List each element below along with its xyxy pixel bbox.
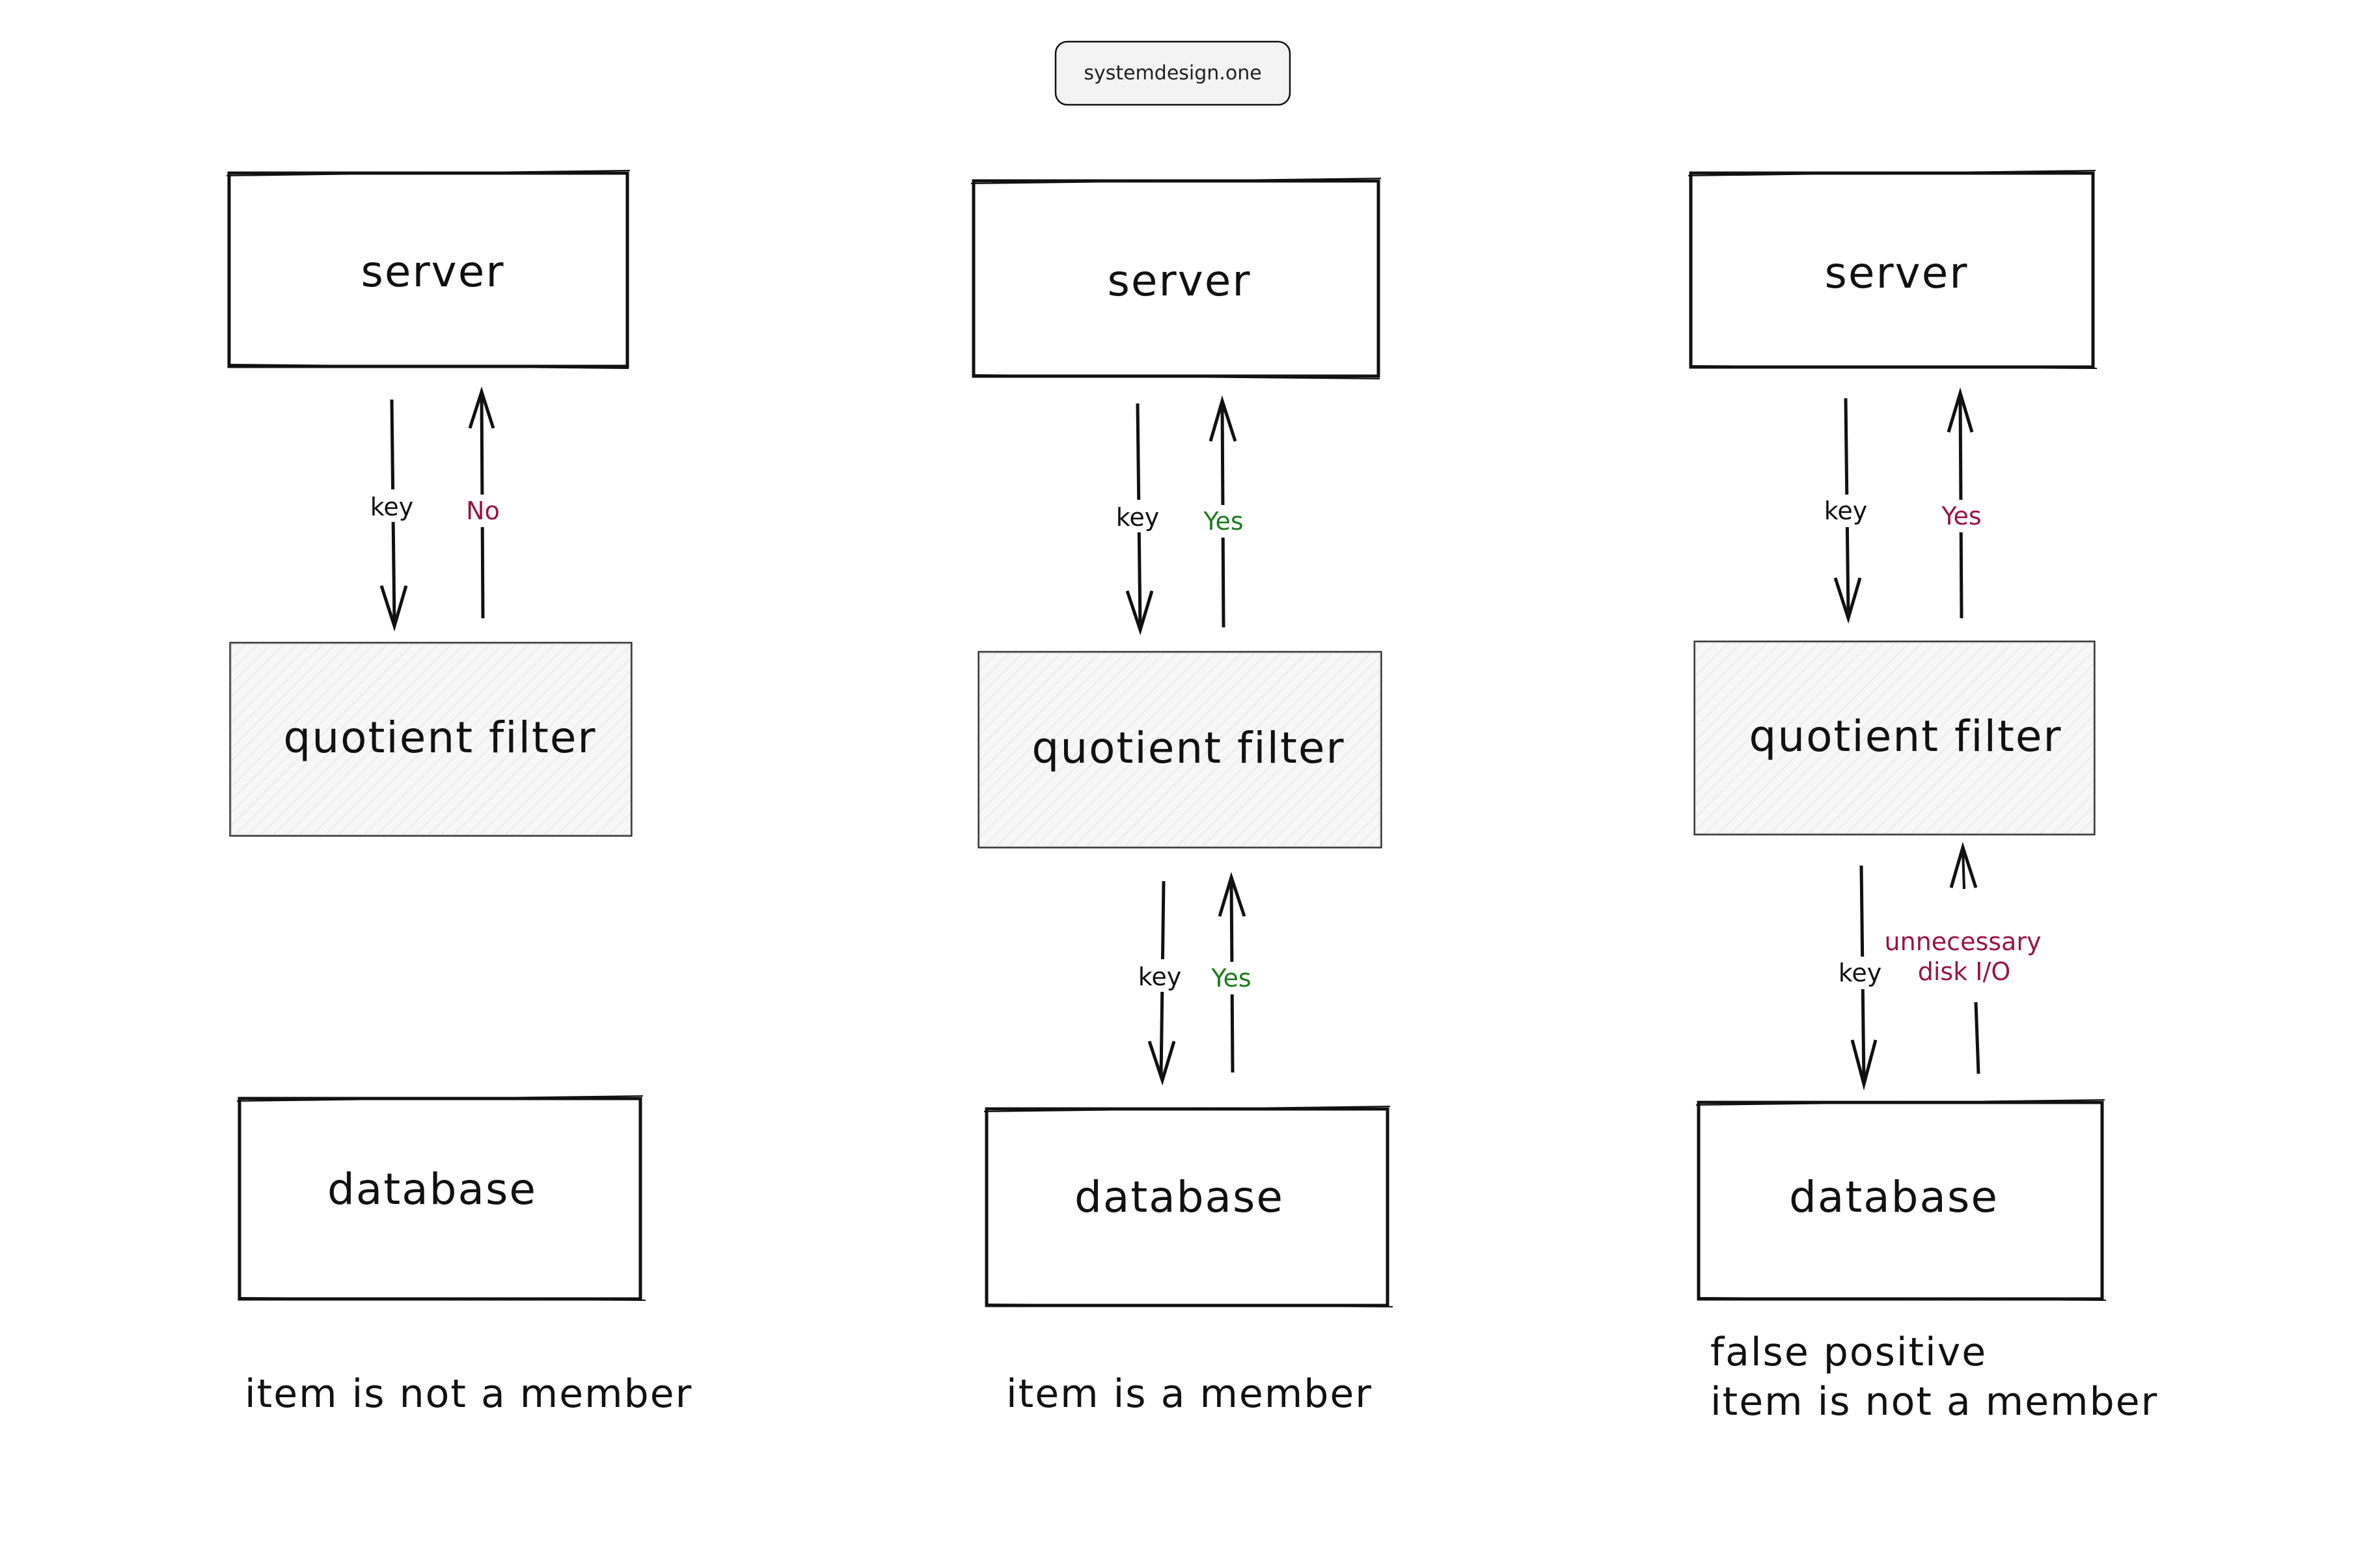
source-badge: systemdesign.one — [1054, 40, 1291, 106]
key-label: key — [1138, 963, 1182, 991]
server-box: server — [1688, 170, 2098, 369]
key-label: key — [1824, 497, 1868, 525]
quotient-filter-box: quotient filter — [229, 642, 633, 837]
column-caption-line-1: false positive — [1710, 1330, 1987, 1375]
reply-arrow-to-filter: Yes — [1201, 871, 1264, 1073]
filter-label: quotient filter — [283, 713, 596, 763]
badge-text: systemdesign.one — [1084, 62, 1261, 85]
key-arrow-to-filter: key — [1110, 403, 1165, 636]
column-member: server key Yes quotient filter key — [970, 178, 1393, 1417]
badge-frame — [1054, 40, 1291, 106]
yes-label: Yes — [1203, 507, 1243, 536]
server-label: server — [1825, 248, 1969, 298]
column-caption: item is a member — [1006, 1371, 1373, 1417]
yes-label: Yes — [1941, 502, 1981, 530]
unnecessary-label: unnecessary — [1885, 927, 2042, 956]
column-false-positive: server key Yes quotient filter key — [1688, 170, 2158, 1425]
database-label: database — [1789, 1172, 1999, 1222]
database-label: database — [1074, 1172, 1284, 1222]
server-box: server — [970, 178, 1382, 379]
yes-label: Yes — [1211, 964, 1251, 992]
quotient-filter-box: quotient filter — [978, 651, 1382, 849]
reply-arrow-to-server: Yes — [1192, 395, 1255, 628]
database-box: database — [983, 1106, 1393, 1307]
key-label: key — [1116, 503, 1160, 532]
no-label: No — [466, 497, 500, 525]
key-label: key — [370, 493, 414, 521]
server-label: server — [1108, 256, 1252, 306]
filter-label: quotient filter — [1749, 711, 2062, 761]
key-arrow-to-database: key — [1132, 881, 1187, 1086]
database-box: database — [236, 1095, 646, 1301]
key-arrow-to-database: key — [1834, 865, 1889, 1091]
column-caption: item is not a member — [245, 1371, 692, 1417]
database-label: database — [327, 1164, 537, 1214]
server-label: server — [361, 247, 505, 297]
database-box: database — [1695, 1099, 2107, 1301]
filter-label: quotient filter — [1032, 723, 1345, 773]
reply-arrow-to-server: Yes — [1930, 387, 1993, 619]
disk-io-label: disk I/O — [1918, 957, 2010, 986]
server-box: server — [226, 170, 631, 369]
key-arrow-to-filter: key — [364, 399, 419, 632]
key-label: key — [1839, 959, 1882, 987]
column-caption-line-2: item is not a member — [1710, 1379, 2158, 1425]
key-arrow-to-filter: key — [1818, 398, 1873, 624]
quotient-filter-box: quotient filter — [1693, 640, 2096, 836]
column-not-member: server key No quotient filter database i… — [226, 170, 692, 1417]
reply-arrow-to-filter: unnecessary disk I/O — [1885, 841, 2042, 1074]
reply-arrow-to-server: No — [456, 386, 510, 619]
